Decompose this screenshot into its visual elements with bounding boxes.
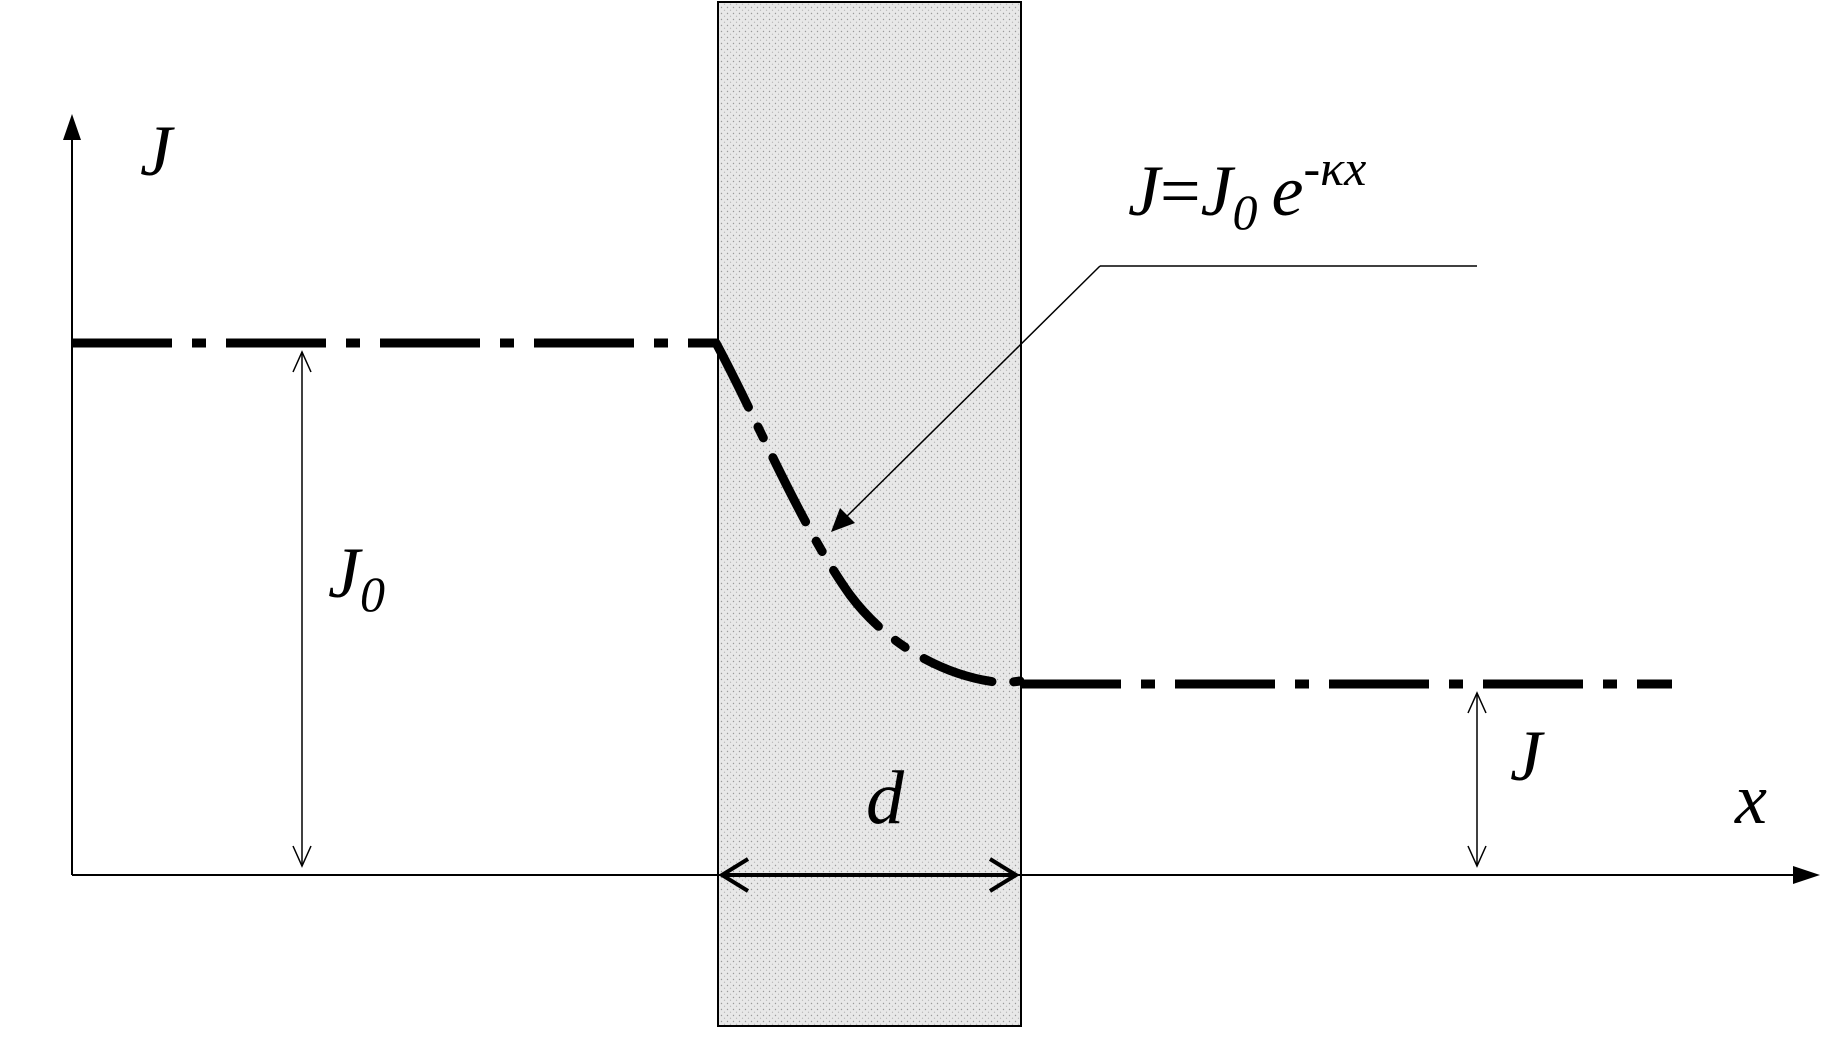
incident-dimension-arrow xyxy=(292,350,312,868)
y-axis xyxy=(63,114,81,875)
formula-equals: = xyxy=(1160,151,1201,231)
formula-lhs: J xyxy=(1128,151,1163,231)
formula-j: J xyxy=(1201,151,1236,231)
y-axis-arrowhead xyxy=(63,114,81,140)
x-axis-label: x xyxy=(1734,759,1767,839)
x-axis-arrowhead xyxy=(1793,866,1820,884)
decay-curve xyxy=(711,338,1025,688)
absorbing-slab xyxy=(717,1,1022,1027)
thickness-arrow xyxy=(718,857,1020,893)
transmitted-intensity-label: J xyxy=(1510,716,1545,796)
transmitted-dimension-arrow xyxy=(1467,691,1487,868)
thickness-label: d xyxy=(866,756,905,840)
incident-intensity-label: J0 xyxy=(328,533,385,622)
incident-subscript: 0 xyxy=(360,566,385,622)
formula-j-subscript: 0 xyxy=(1233,184,1258,240)
formula-exponent: -κx xyxy=(1304,140,1367,196)
incident-symbol: J xyxy=(328,533,363,613)
formula-leader xyxy=(831,265,1477,532)
formula-base: e xyxy=(1272,151,1304,231)
y-axis-label: J xyxy=(140,111,175,191)
